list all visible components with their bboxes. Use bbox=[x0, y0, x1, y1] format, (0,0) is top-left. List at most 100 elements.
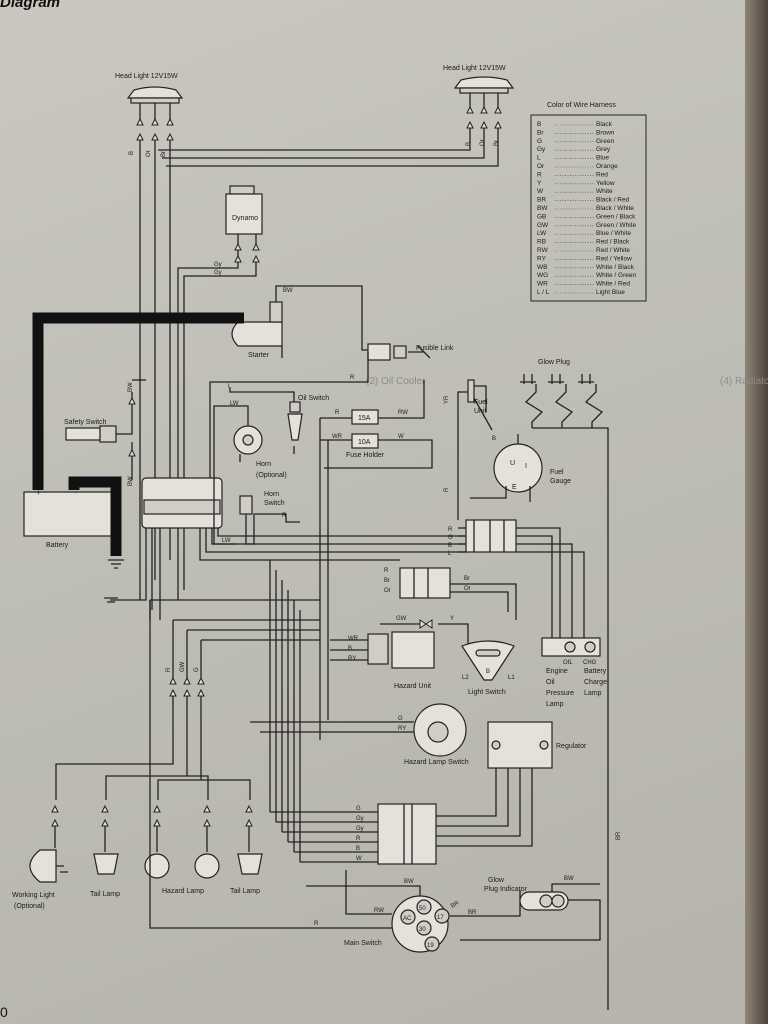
page-title: Diagram bbox=[0, 0, 61, 11]
legend-color-name: Black bbox=[596, 121, 613, 128]
mid-wire-br: Br bbox=[384, 578, 390, 584]
hazard-wire-wr: WR bbox=[348, 636, 359, 642]
safety-switch: Safety Switch BW BW bbox=[64, 379, 146, 486]
oil-wire-lw: LW bbox=[230, 401, 239, 407]
eop-lamp-line-2: Oil bbox=[546, 679, 555, 686]
tail-lamp-left: Tail Lamp bbox=[90, 853, 120, 898]
mid-wire-br-right: Br bbox=[464, 576, 470, 582]
legend-color-name: White bbox=[596, 188, 613, 195]
glow-plug-label: Glow Plug bbox=[538, 359, 570, 366]
page-number: 0 bbox=[0, 1004, 8, 1020]
oil-switch: Oil Switch LW L bbox=[228, 384, 329, 454]
connector-upper-right: R G B L bbox=[448, 519, 585, 640]
glow-plugs: Glow Plug bbox=[520, 359, 609, 1010]
hazard-sw-wire-ry: RY bbox=[398, 726, 406, 732]
main-wire-br: BR bbox=[450, 900, 461, 910]
ghost-text-oil-cooler: (2) Oil Cooler bbox=[366, 376, 426, 387]
legend-code: WR bbox=[537, 281, 548, 288]
head-light-right-label: Head Light 12V15W bbox=[443, 65, 506, 72]
main-wire-br2: BR bbox=[468, 910, 477, 916]
warning-lamps: OIL CHG Engine Oil Pressure Lamp Battery… bbox=[541, 637, 607, 708]
legend-code: B bbox=[537, 121, 541, 128]
legend-code: WG bbox=[537, 272, 548, 279]
fuel-wire-r: R bbox=[444, 487, 450, 492]
legend-code: RW bbox=[537, 247, 549, 254]
horn-switch-label-2: Switch bbox=[264, 500, 285, 507]
legend-color-name: Black / White bbox=[596, 205, 634, 212]
fuse-holder: 15A 10A Fuse Holder R RW WR W bbox=[319, 380, 433, 740]
dynamo: Dynamo Gy Gy bbox=[177, 185, 263, 600]
regulator: Regulator bbox=[436, 721, 587, 847]
legend-code: BR bbox=[537, 197, 546, 204]
fuel-unit-label-2: Unit bbox=[474, 408, 487, 415]
fuse-10a-label: 10A bbox=[358, 439, 371, 446]
oil-wire-l: L bbox=[228, 384, 232, 390]
fuel-wire-yr: YR bbox=[444, 395, 450, 404]
legend-color-name: White / Red bbox=[596, 281, 630, 288]
bottom-wire-b: B bbox=[356, 846, 360, 852]
safety-switch-label: Safety Switch bbox=[64, 419, 107, 426]
fuse-wire-w: W bbox=[398, 434, 404, 440]
horn-switch: Horn Switch LW R bbox=[222, 491, 300, 545]
rear-lamps: Working Light (Optional) Tail Lamp Hazar… bbox=[12, 804, 263, 910]
hl-right-wire-b: B bbox=[466, 142, 472, 146]
legend-code: W bbox=[537, 188, 544, 195]
light-switch-terminal-l1: L1 bbox=[508, 675, 515, 681]
hl-left-wire-br: Br bbox=[161, 151, 167, 157]
fuel-gauge-terminal-i: I bbox=[525, 463, 527, 470]
tail-lamp-right: Tail Lamp bbox=[230, 853, 263, 895]
conn-wire-r: R bbox=[448, 527, 453, 533]
chg-lamp-line-3: Lamp bbox=[584, 690, 602, 697]
hazard-lamp-switch-label: Hazard Lamp Switch bbox=[404, 759, 469, 766]
legend-code: GB bbox=[537, 213, 546, 220]
legend-color-name: Green / Black bbox=[596, 213, 636, 220]
working-light: Working Light (Optional) bbox=[12, 849, 68, 910]
harness-bundle-lower bbox=[143, 499, 221, 515]
main-switch-label: Main Switch bbox=[344, 940, 382, 947]
tail-lamp-left-label: Tail Lamp bbox=[90, 891, 120, 898]
fusible-link-label: Fusible Link bbox=[416, 345, 454, 352]
fuel-gauge-label-2: Gauge bbox=[550, 478, 571, 485]
legend-color-name: Yellow bbox=[596, 180, 615, 187]
hazard-lamp-label: Hazard Lamp bbox=[162, 888, 204, 895]
conn-wire-l: L bbox=[448, 551, 452, 557]
manual-page bbox=[0, 0, 745, 1024]
legend-code: G bbox=[537, 138, 542, 145]
bottom-wire-gy2: Gy bbox=[356, 826, 364, 832]
main-switch: 50 AC 17 30 19 Main Switch BW RW R BR BR bbox=[149, 600, 601, 953]
light-switch-label: Light Switch bbox=[468, 689, 506, 696]
legend-color-name: Green / White bbox=[596, 222, 636, 229]
regulator-label: Regulator bbox=[556, 743, 587, 750]
hazard-unit: Hazard Unit WR B RY bbox=[330, 631, 435, 690]
legend-color-name: Green bbox=[596, 138, 614, 145]
main-switch-terminal-19: 19 bbox=[427, 943, 434, 949]
light-switch: L2 B L1 Light Switch bbox=[461, 640, 515, 696]
fuel-gauge-label-1: Fuel bbox=[550, 469, 564, 476]
glow-wire-bw: BW bbox=[564, 876, 574, 882]
legend-color-name: Brown bbox=[596, 129, 615, 136]
legend-color-name: Red / White bbox=[596, 247, 630, 254]
main-switch-terminal-17: 17 bbox=[437, 915, 444, 921]
fuse-holder-label: Fuse Holder bbox=[346, 452, 385, 459]
light-switch-terminal-l2: L2 bbox=[462, 675, 469, 681]
legend-code: GW bbox=[537, 222, 549, 229]
eop-lamp-line-4: Lamp bbox=[546, 701, 564, 708]
hazard-sw-wire-g: G bbox=[398, 716, 403, 722]
dynamo-wire-gy2: Gy bbox=[214, 270, 222, 276]
glow-plug-indicator: Glow Plug Indicator BW bbox=[484, 876, 600, 911]
hazard-wire-b: B bbox=[348, 646, 352, 652]
working-light-label-1: Working Light bbox=[12, 892, 55, 899]
fuel-gauge-terminal-e: E bbox=[512, 484, 517, 491]
fuel-unit-label-1: Fuel bbox=[474, 399, 488, 406]
fuse-wire-wr: WR bbox=[332, 434, 343, 440]
hazard-lamps: Hazard Lamp bbox=[144, 853, 220, 895]
hazard-wire-ry: RY bbox=[348, 656, 356, 662]
legend-code: Br bbox=[537, 129, 544, 136]
rear-wire-g: G bbox=[194, 667, 200, 672]
connector-middle: R Br Or Br Or bbox=[384, 567, 517, 620]
fuse-15a-label: 15A bbox=[358, 415, 371, 422]
dynamo-wire-gy1: Gy bbox=[214, 262, 222, 268]
wire-br-right: BR bbox=[616, 831, 622, 840]
head-light-left: Head Light 12V15W B Or Br bbox=[115, 73, 184, 157]
